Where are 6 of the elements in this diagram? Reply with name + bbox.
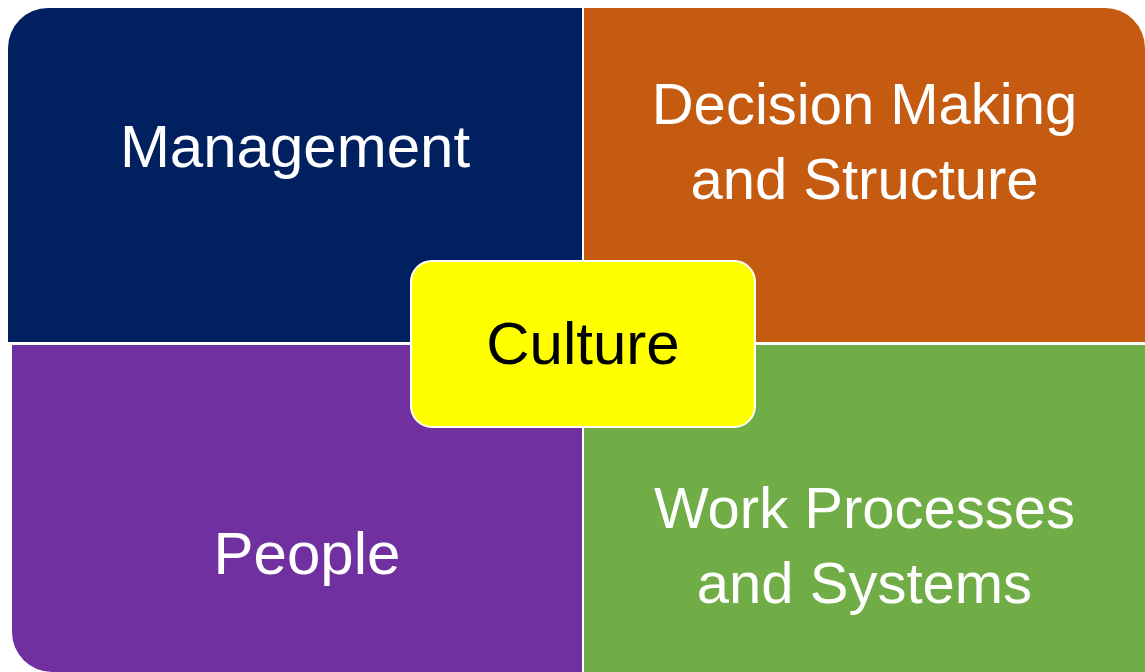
quadrant-label: Management [119, 112, 471, 182]
quadrant-label: People [213, 519, 401, 589]
center-box [410, 260, 756, 428]
quadrant-label: Decision Making and Structure [650, 70, 1079, 214]
center-label: Culture [486, 309, 680, 379]
quadrant-label: Work Processes and Systems [652, 474, 1077, 618]
